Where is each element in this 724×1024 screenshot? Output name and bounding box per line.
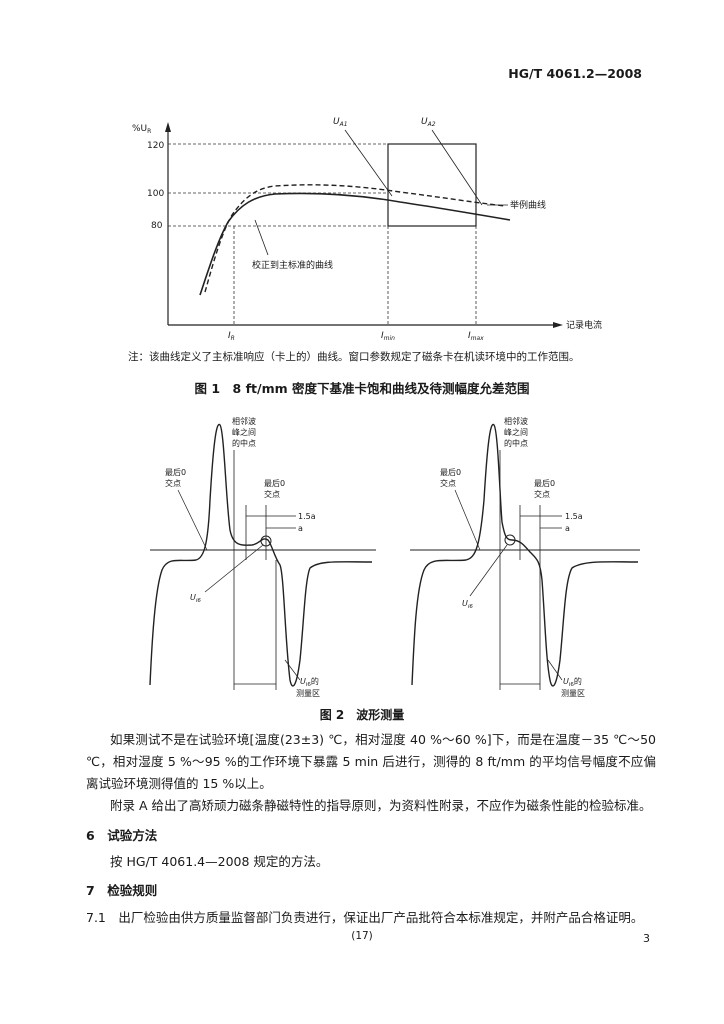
right-lastzero-b-1: 最后0	[534, 478, 555, 488]
example-curve	[204, 184, 506, 293]
right-zone-leader	[547, 659, 563, 681]
right-zone-label-1: Ui6的	[563, 676, 582, 688]
section-7-1-item: 7.1 出厂检验由供方质量监督部门负责进行，保证出厂产品批符合本标准规定，并附产…	[86, 910, 644, 925]
y-tick-80: 80	[151, 221, 163, 231]
right-ui6-label: Ui6	[462, 599, 473, 610]
corrected-curve	[199, 192, 511, 296]
left-lastzero-a-leader	[177, 489, 208, 551]
section-7-title: 7 检验规则	[86, 883, 158, 898]
ua1-label: UA1	[333, 117, 348, 128]
right-dim-a-label: a	[565, 524, 570, 533]
right-ui6-leader	[469, 544, 508, 597]
right-lastzero-a-2: 交点	[440, 478, 456, 488]
figure-2-left-waveform: 1.5a a 相邻波 峰之间 的中点 最后0 交点 最后0 交点 Ui6 Ui6…	[149, 416, 376, 698]
corrected-leader	[254, 219, 269, 256]
left-lastzero-a-2: 交点	[165, 478, 181, 488]
figure-2-right-waveform: 1.5a a 相邻波 峰之间 的中点 最后0 交点 最后0 交点 Ui6 Ui6…	[410, 416, 640, 698]
left-ui6-label: Ui6	[190, 593, 201, 604]
x-tick-ir: IR	[228, 331, 235, 342]
x-tick-imin: Imin	[381, 331, 395, 342]
right-waveform	[411, 423, 639, 687]
example-curve-label: 举例曲线	[510, 199, 546, 211]
page-number-right: 3	[643, 932, 650, 945]
right-lastzero-b-2: 交点	[534, 489, 550, 499]
y-tick-100: 100	[147, 189, 164, 199]
right-zone-label-2: 测量区	[561, 689, 585, 698]
left-ui6-leader	[204, 544, 264, 593]
left-zone-leader	[284, 659, 301, 681]
left-waveform	[149, 423, 373, 687]
ua2-label: UA2	[421, 117, 436, 128]
figure-2-caption: 图 2 波形测量	[319, 708, 405, 722]
page-number-center: (17)	[351, 930, 373, 942]
section-6-body: 按 HG/T 4061.4—2008 规定的方法。	[110, 854, 329, 869]
left-dim-a-label: a	[298, 524, 303, 533]
right-marker-circle	[504, 534, 516, 546]
left-zone-label-2: 测量区	[296, 689, 320, 698]
left-zone-label-1: Ui6的	[300, 676, 319, 688]
corrected-curve-label: 校正到主标准的曲线	[252, 259, 333, 271]
figure-1-saturation-chart: %UR 120 100 80 UA1 UA2 举例曲线 校正到主标准的曲线 IR	[132, 117, 602, 342]
right-midpoint-1: 相邻波	[504, 416, 528, 426]
left-midpoint-2: 峰之间	[232, 427, 256, 437]
right-lastzero-a-1: 最后0	[440, 467, 461, 477]
y-axis-arrow	[165, 122, 171, 132]
ua2-leader	[431, 129, 483, 206]
right-midpoint-3: 的中点	[504, 438, 528, 448]
left-midpoint-1: 相邻波	[232, 416, 256, 426]
left-dim-15a-label: 1.5a	[298, 512, 316, 521]
figure-1-caption: 图 1 8 ft/mm 密度下基准卡饱和曲线及待测幅度允差范围	[194, 381, 530, 396]
section-6-title: 6 试验方法	[86, 828, 158, 843]
figure-1-note: 注：该曲线定义了主标准响应（卡上的）曲线。窗口参数规定了磁条卡在机读环境中的工作…	[128, 351, 580, 363]
document-code: HG/T 4061.2—2008	[508, 66, 642, 81]
right-lastzero-a-leader	[454, 489, 481, 551]
x-axis-arrow	[553, 322, 563, 328]
paragraph-annex-a: 附录 A 给出了高矫顽力磁条静磁特性的指导原则，为资料性附录，不应作为磁条性能的…	[110, 798, 652, 813]
x-axis-label: 记录电流	[566, 319, 602, 331]
y-axis-label: %UR	[132, 124, 151, 135]
left-lastzero-b-2: 交点	[264, 489, 280, 499]
left-midpoint-3: 的中点	[232, 438, 256, 448]
paragraph-environment-test: 如果测试不是在试验环境[温度(23±3) ℃，相对湿度 40 %～60 %]下，…	[86, 732, 656, 791]
right-midpoint-2: 峰之间	[504, 427, 528, 437]
left-lastzero-a-1: 最后0	[165, 467, 186, 477]
tolerance-window	[387, 143, 477, 227]
right-dim-15a-label: 1.5a	[565, 512, 583, 521]
left-lastzero-b-1: 最后0	[264, 478, 285, 488]
x-tick-imax: Imax	[468, 331, 484, 342]
y-tick-120: 120	[147, 141, 164, 151]
ua1-leader	[344, 129, 393, 197]
figures-svg: %UR 120 100 80 UA1 UA2 举例曲线 校正到主标准的曲线 IR	[132, 117, 640, 698]
